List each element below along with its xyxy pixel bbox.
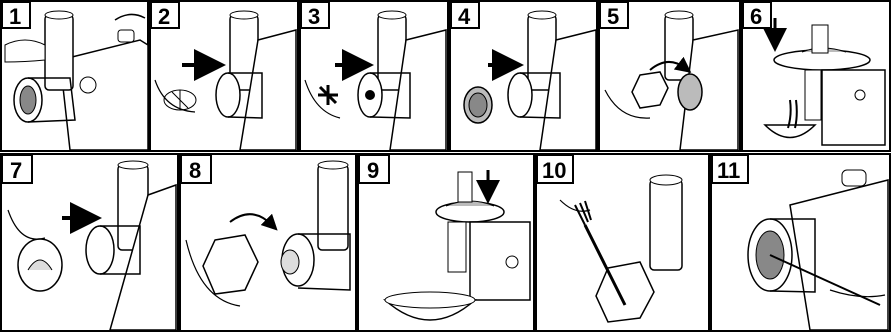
- panel-6: 6: [742, 1, 890, 151]
- panel-1: 1: [1, 1, 148, 151]
- panel-number: 11: [717, 158, 740, 183]
- panel-number: 1: [9, 4, 21, 29]
- panel-5: 5: [599, 1, 740, 151]
- panel-number: 5: [607, 4, 619, 29]
- panel-number: 9: [367, 158, 379, 183]
- panel-10: 10: [536, 154, 709, 331]
- panel-2: 2: [150, 1, 298, 151]
- panel-3: 3: [300, 1, 448, 151]
- panel-number: 7: [10, 158, 22, 183]
- panel-7: 7: [1, 154, 178, 331]
- panel-number: 3: [308, 4, 320, 29]
- panel-9: 9: [358, 154, 534, 331]
- panel-number: 4: [458, 4, 471, 29]
- panel-4: 4: [450, 1, 597, 151]
- panel-number: 10: [542, 158, 566, 183]
- panel-number: 6: [750, 4, 762, 29]
- panel-11: 11: [711, 154, 890, 331]
- panel-8: 8: [180, 154, 356, 331]
- panel-number: 8: [189, 158, 201, 183]
- panel-number: 2: [158, 4, 170, 29]
